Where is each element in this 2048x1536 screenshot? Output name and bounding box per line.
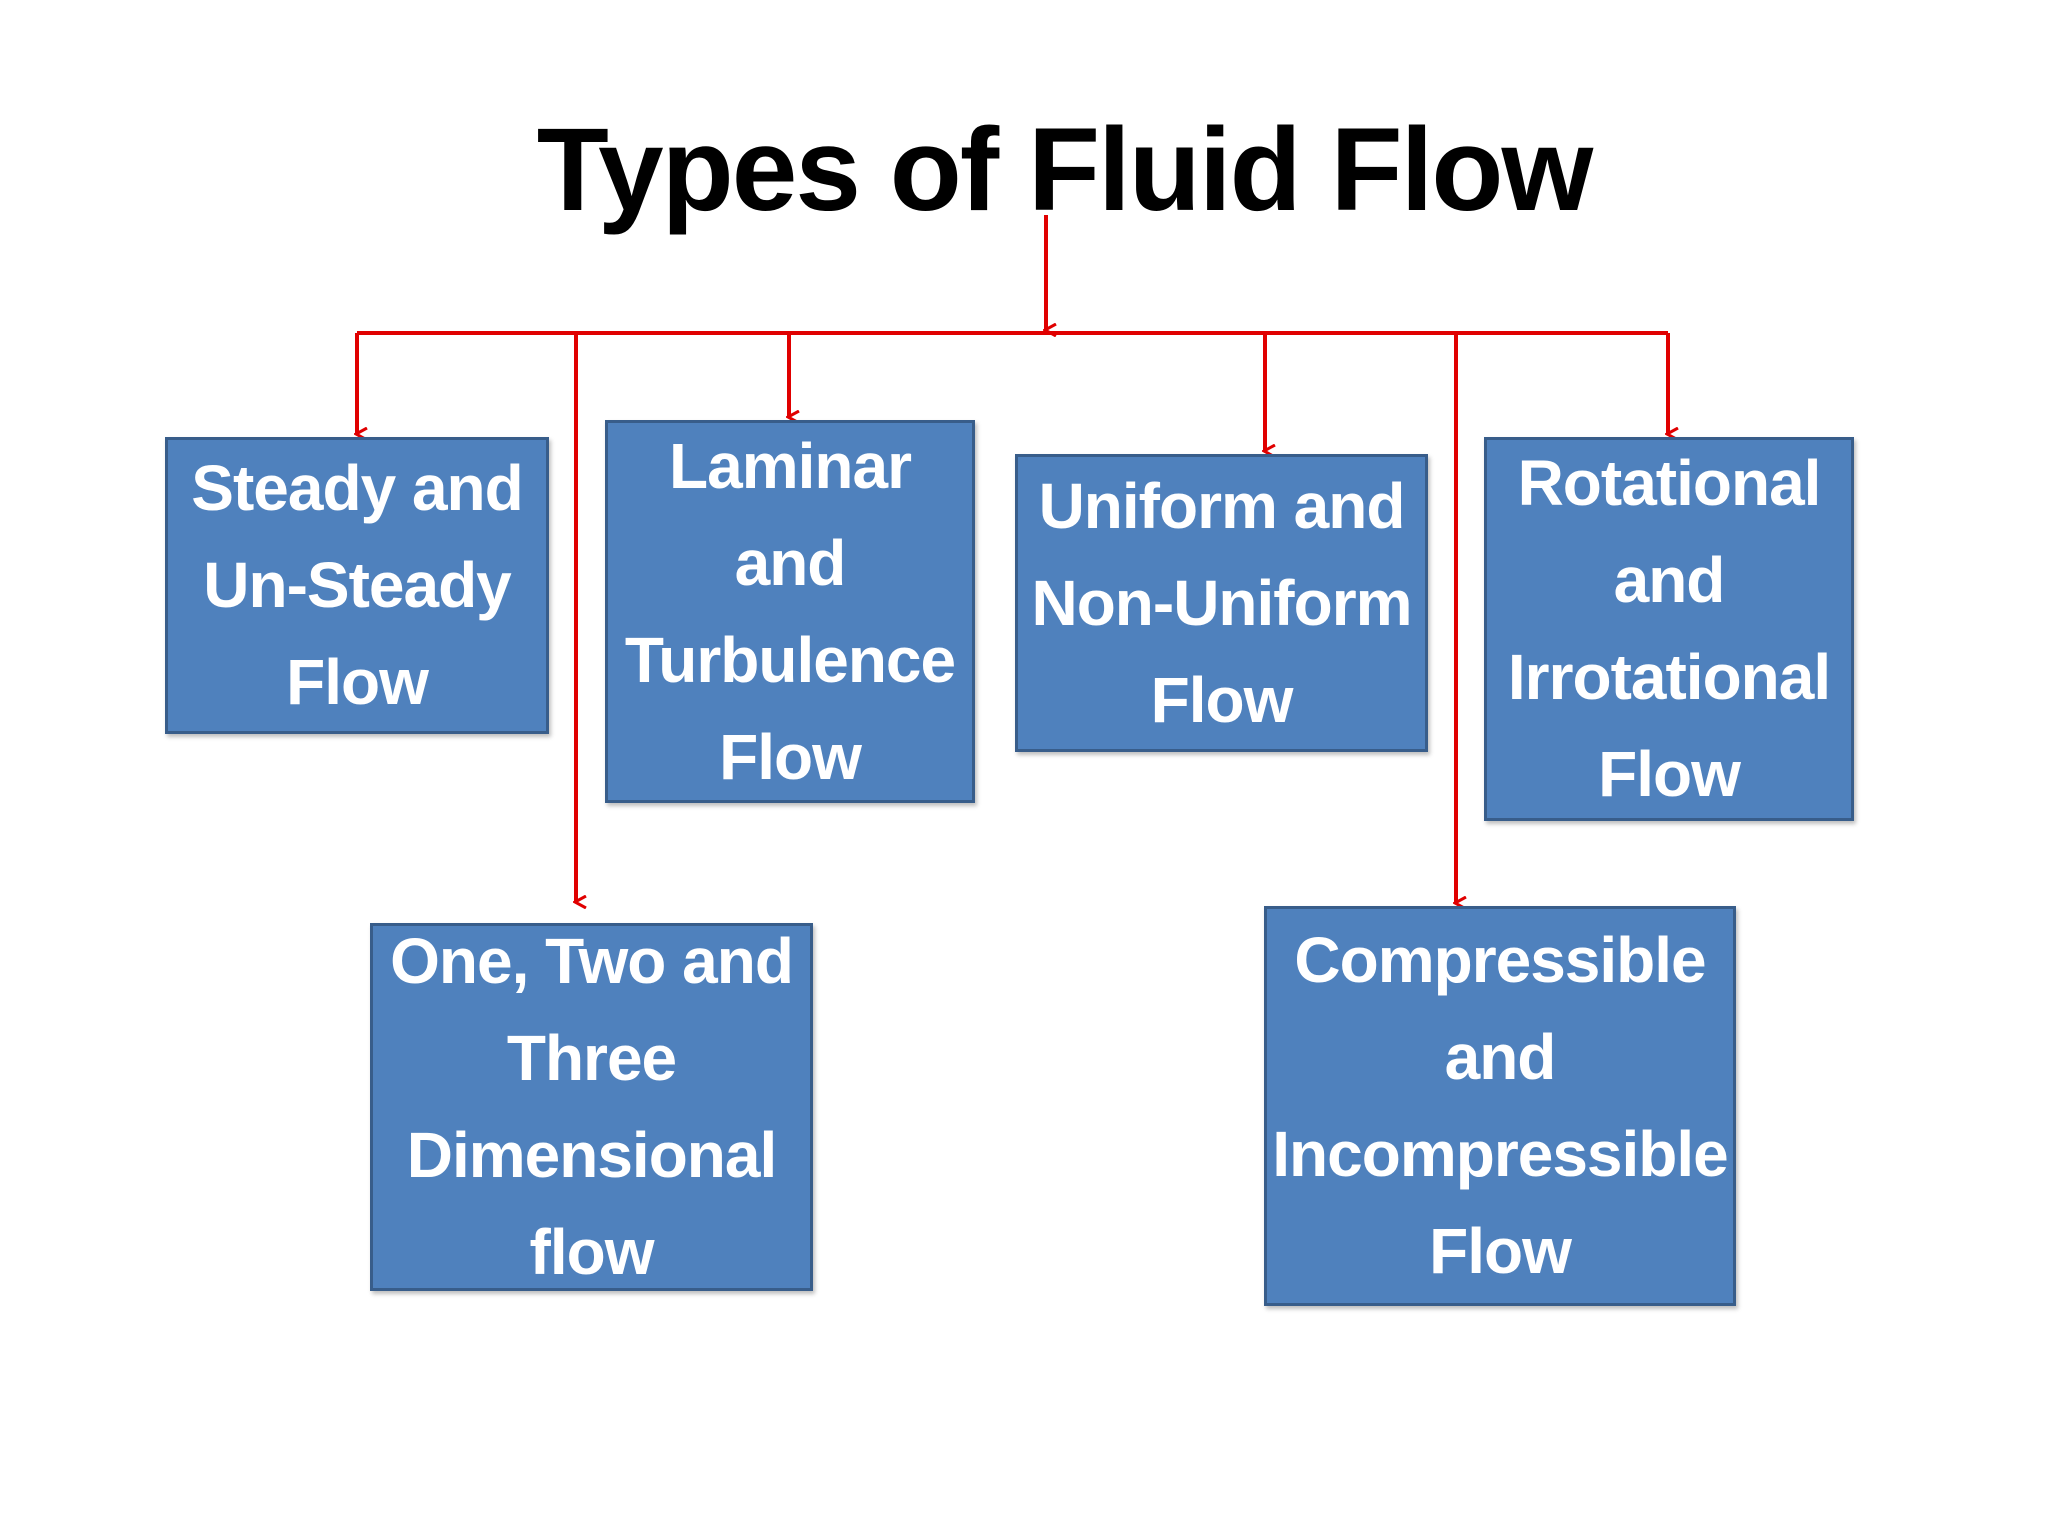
box-rotational-irrotational-flow: Rotational and Irrotational Flow (1484, 437, 1854, 821)
box-uniform-nonuniform-flow: Uniform and Non-Uniform Flow (1015, 454, 1428, 752)
box-label: Compressible and Incompressible Flow (1272, 924, 1728, 1287)
box-label: Steady and Un-Steady Flow (191, 452, 523, 718)
page-title: Types of Fluid Flow (536, 104, 1594, 236)
box-laminar-turbulence-flow: Laminar and Turbulence Flow (605, 420, 975, 803)
box-dimensional-flow: One, Two and Three Dimensional flow (370, 923, 813, 1291)
box-label: Uniform and Non-Uniform Flow (1031, 469, 1412, 736)
box-steady-unsteady-flow: Steady and Un-Steady Flow (165, 437, 549, 734)
box-label: Rotational and Irrotational Flow (1507, 447, 1831, 810)
box-compressible-incompressible-flow: Compressible and Incompressible Flow (1264, 906, 1736, 1306)
box-label: Laminar and Turbulence Flow (624, 429, 956, 793)
box-label: One, Two and Three Dimensional flow (390, 925, 794, 1288)
